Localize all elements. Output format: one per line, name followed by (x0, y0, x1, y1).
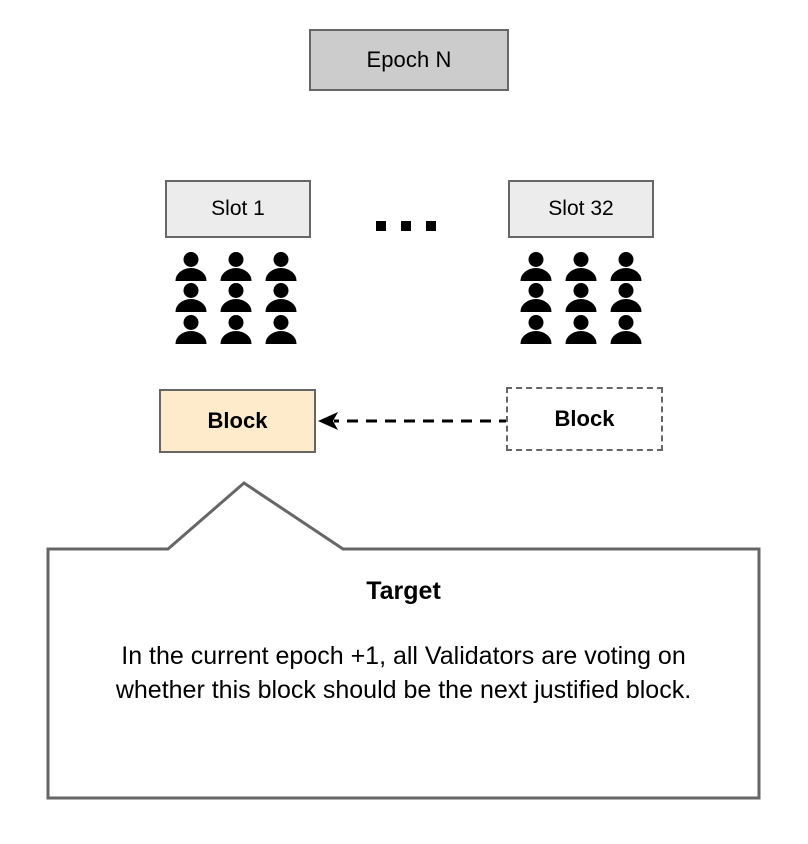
epoch-label: Epoch N (366, 47, 452, 72)
slot-box-1: Slot 1 (165, 180, 311, 238)
ellipsis-dot (376, 221, 386, 231)
person-icon (215, 314, 256, 344)
ellipsis-dot (426, 221, 436, 231)
slot-label-1: Slot 1 (211, 197, 265, 220)
ellipsis-dot (401, 221, 411, 231)
person-icon (261, 282, 302, 313)
validator-group-slot-1 (170, 251, 302, 344)
person-icon (215, 282, 256, 313)
block-label-primary: Block (207, 408, 268, 433)
person-icon (560, 314, 601, 344)
ellipsis-indicator (376, 219, 436, 233)
block-box-primary: Block (159, 389, 316, 453)
slot-label-32: Slot 32 (548, 197, 614, 220)
callout-content: Target In the current epoch +1, all Vali… (48, 549, 759, 798)
person-icon (170, 282, 211, 313)
person-icon (515, 282, 556, 313)
person-icon (606, 314, 647, 344)
validator-group-slot-32 (515, 251, 647, 344)
person-icon (170, 251, 211, 281)
person-icon (606, 282, 647, 313)
person-icon (170, 314, 211, 344)
dashed-arrow-left-icon (318, 412, 510, 430)
person-icon (515, 251, 556, 281)
slot-box-32: Slot 32 (508, 180, 654, 238)
block-label-secondary: Block (554, 406, 615, 431)
callout-title: Target (366, 577, 441, 605)
block-box-secondary: Block (506, 387, 663, 451)
person-icon (215, 251, 256, 281)
person-icon (560, 251, 601, 281)
person-icon (261, 314, 302, 344)
epoch-box: Epoch N (309, 29, 509, 91)
callout-shape (46, 481, 761, 800)
person-icon (261, 251, 302, 281)
person-icon (515, 314, 556, 344)
callout-body: In the current epoch +1, all Validators … (115, 642, 692, 704)
person-icon (560, 282, 601, 313)
person-icon (606, 251, 647, 281)
